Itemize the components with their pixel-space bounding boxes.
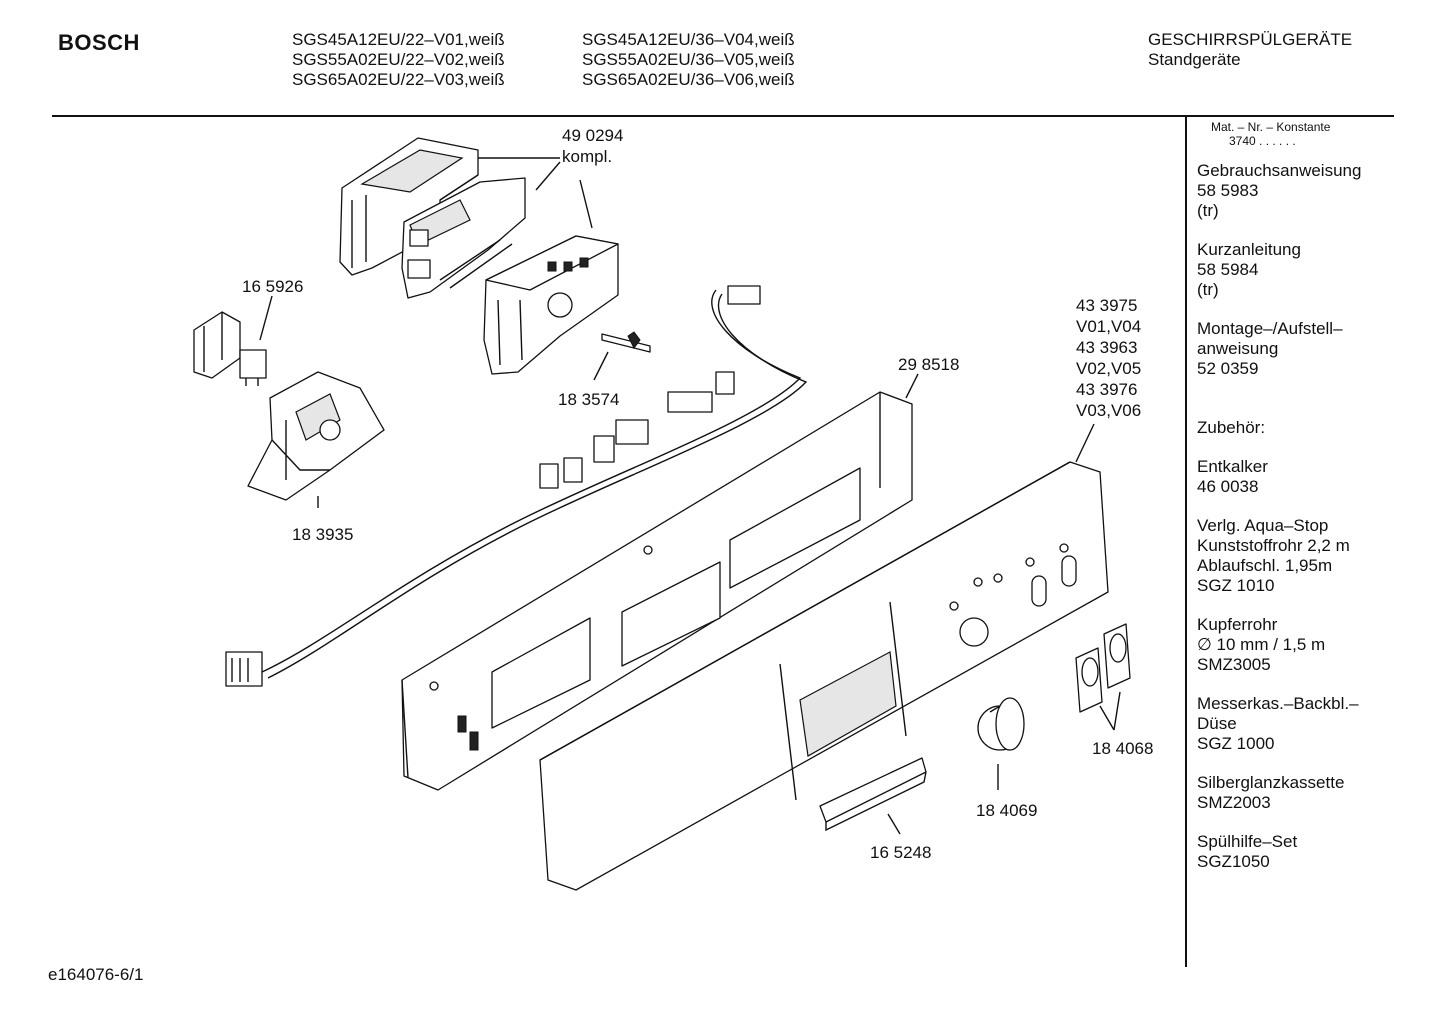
sensor-pin-part [601, 331, 651, 353]
push-buttons-part [1075, 623, 1131, 713]
sidebar-line: Spülhilfe–Set [1197, 832, 1298, 851]
model-list-2: SGS45A12EU/36–V04,weiß SGS55A02EU/36–V05… [582, 30, 795, 90]
sidebar-block-aquastop: Verlg. Aqua–Stop Kunststoffrohr 2,2 m Ab… [1197, 516, 1392, 596]
sidebar-line: Kunststoffrohr 2,2 m [1197, 536, 1350, 555]
konstante-block: Mat. – Nr. – Konstante 3740 . . . . . . [1211, 120, 1330, 148]
sidebar-line: 46 0038 [1197, 477, 1259, 496]
part-label-298518: 29 8518 [898, 355, 960, 374]
control-module-part [483, 235, 619, 375]
sidebar-block-nozzle: Messerkas.–Backbl.– Düse SGZ 1000 [1197, 694, 1392, 754]
sidebar-block-rinseaid: Spülhilfe–Set SGZ1050 [1197, 832, 1392, 872]
front-panel-part [539, 461, 1109, 891]
leader-lines [259, 157, 1121, 835]
panel-variant-line: 43 3963 [1076, 338, 1138, 357]
sidebar-line: Ablaufschl. 1,95m [1197, 556, 1333, 575]
part-label-490294: 49 0294 [562, 126, 624, 145]
panel-variant-line: V03,V06 [1076, 401, 1142, 420]
circuit-board-part [401, 177, 526, 299]
electronic-housing-part [339, 137, 479, 276]
sidebar-line: ∅ 10 mm / 1,5 m [1197, 635, 1326, 654]
model-list-1: SGS45A12EU/22–V01,weiß SGS55A02EU/22–V02… [292, 30, 505, 90]
cable-harness-part [225, 285, 808, 687]
sidebar-line: Gebrauchsanweisung [1197, 161, 1362, 180]
panel-variant-line: 43 3976 [1076, 380, 1138, 399]
model-item: SGS65A02EU/36–V06,weiß [582, 70, 795, 89]
sidebar-line: 52 0359 [1197, 359, 1259, 378]
panel-variant-line: V02,V05 [1076, 359, 1142, 378]
category-block: GESCHIRRSPÜLGERÄTE Standgeräte [1148, 30, 1352, 70]
panel-variant-line: 43 3975 [1076, 296, 1138, 315]
sidebar-line: Zubehör: [1197, 418, 1266, 437]
sidebar-line: SGZ 1000 [1197, 734, 1275, 753]
handle-cover-part [819, 757, 927, 832]
sidebar-line: 58 5984 [1197, 260, 1259, 279]
sidebar-block-installation: Montage–/Aufstell– anweisung 52 0359 [1197, 319, 1392, 379]
sidebar-block-quickguide: Kurzanleitung 58 5984 (tr) [1197, 240, 1392, 300]
sidebar-line: Verlg. Aqua–Stop [1197, 516, 1329, 535]
model-item: SGS45A12EU/36–V04,weiß [582, 30, 795, 49]
model-item: SGS55A02EU/36–V05,weiß [582, 50, 795, 69]
sidebar-line: Silberglanzkassette [1197, 773, 1345, 792]
model-item: SGS65A02EU/22–V03,weiß [292, 70, 505, 89]
part-label-165248: 16 5248 [870, 843, 932, 862]
part-label-184068: 18 4068 [1092, 739, 1154, 758]
part-label-165926: 16 5926 [242, 277, 304, 296]
sidebar-block-descaler: Entkalker 46 0038 [1197, 457, 1392, 497]
panel-frame-part [401, 391, 913, 791]
sidebar-block-silver: Silberglanzkassette SMZ2003 [1197, 773, 1392, 813]
sidebar-line: Messerkas.–Backbl.– [1197, 694, 1359, 713]
sidebar-line: SGZ 1010 [1197, 576, 1275, 595]
sidebar-block-copperpipe: Kupferrohr ∅ 10 mm / 1,5 m SMZ3005 [1197, 615, 1392, 675]
konstante-label: Mat. – Nr. – Konstante [1211, 120, 1331, 134]
part-label-184069: 18 4069 [976, 801, 1038, 820]
model-item: SGS45A12EU/22–V01,weiß [292, 30, 505, 49]
exploded-view-drawing [193, 137, 1131, 891]
drawing-id: e164076-6/1 [48, 965, 144, 984]
relay-cover-part [193, 311, 267, 386]
sidebar-line: anweisung [1197, 339, 1279, 358]
category-title: GESCHIRRSPÜLGERÄTE [1148, 30, 1353, 49]
rotary-knob-part [977, 697, 1025, 751]
sidebar-line: SMZ3005 [1197, 655, 1271, 674]
sidebar-line: 58 5983 [1197, 181, 1259, 200]
sidebar-line: Kurzanleitung [1197, 240, 1301, 259]
header-divider [52, 115, 1394, 117]
sidebar-block-accessories: Zubehör: [1197, 418, 1392, 438]
sidebar-line: Düse [1197, 714, 1237, 733]
sidebar-block-manual: Gebrauchsanweisung 58 5983 (tr) [1197, 161, 1392, 221]
sidebar-line: Entkalker [1197, 457, 1268, 476]
sidebar-line: SMZ2003 [1197, 793, 1271, 812]
brand-logo: BOSCH [58, 30, 140, 55]
subcategory-title: Standgeräte [1148, 50, 1241, 69]
part-label-183935: 18 3935 [292, 525, 354, 544]
part-label-490294-note: kompl. [562, 147, 613, 166]
konstante-value: 3740 . . . . . . [1229, 134, 1296, 148]
bracket-part [247, 371, 385, 501]
panel-variant-line: V01,V04 [1076, 317, 1142, 336]
accessory-sidebar: Gebrauchsanweisung 58 5983 (tr) Kurzanle… [1197, 161, 1392, 891]
sidebar-divider [1185, 115, 1187, 967]
sidebar-line: SGZ1050 [1197, 852, 1270, 871]
sidebar-line: Kupferrohr [1197, 615, 1278, 634]
sidebar-line: (tr) [1197, 280, 1219, 299]
part-label-panel-variants: 43 3975 V01,V04 43 3963 V02,V05 43 3976 … [1076, 295, 1141, 421]
sidebar-line: (tr) [1197, 201, 1219, 220]
sidebar-line: Montage–/Aufstell– [1197, 319, 1343, 338]
model-item: SGS55A02EU/22–V02,weiß [292, 50, 505, 69]
part-label-183574: 18 3574 [558, 390, 620, 409]
